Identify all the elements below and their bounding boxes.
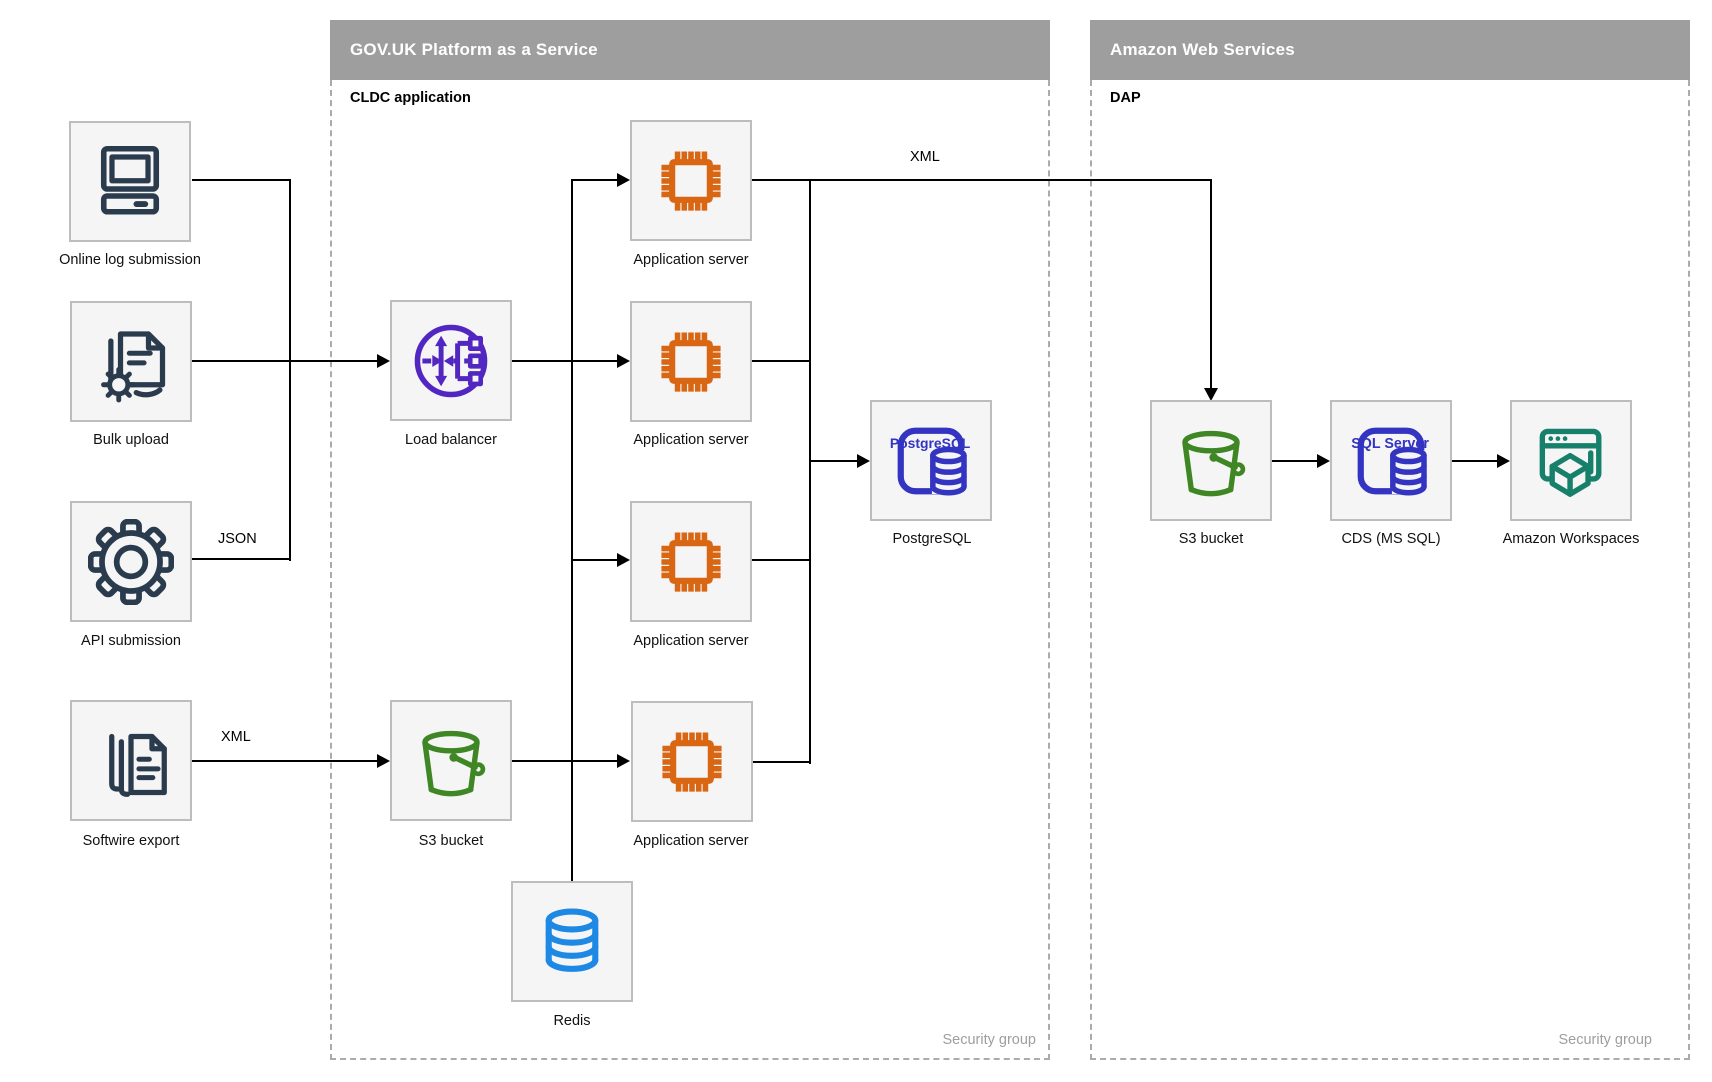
connector-line [752,179,1212,181]
arrowhead [617,354,630,368]
aws-boundary [1090,80,1690,1060]
node-softwire-export [70,700,192,821]
chip-icon [661,150,721,211]
aws-title: Amazon Web Services [1110,40,1295,59]
arrowhead [377,354,390,368]
connector-line [752,761,810,763]
node-application-server-3 [630,501,752,622]
node-cds-ms-sql: SQL Server [1330,400,1452,521]
arrowhead [617,754,630,768]
node-label: Redis [553,1013,591,1029]
arrowhead [377,754,390,768]
node-load-balancer [390,300,512,421]
node-label: Application server [633,432,749,448]
arrowhead [1204,388,1218,401]
connector-line [571,179,618,181]
node-amazon-workspaces [1510,400,1632,521]
aws-subtitle: DAP [1110,90,1141,106]
node-label: S3 bucket [418,833,484,849]
aws-security-group-label: Security group [1558,1032,1653,1048]
redis-database-icon [545,907,599,972]
arrowhead [1497,454,1510,468]
gear-icon [88,518,174,605]
node-label: CDS (MS SQL) [1341,531,1441,547]
connector-line [192,558,291,560]
node-postgresql: PostgreSQL [870,400,992,521]
connector-line [1452,460,1498,462]
chip-icon [661,331,721,392]
node-bulk-upload [70,301,192,422]
connector-line [809,179,811,764]
connector-line [192,360,378,362]
node-label: PostgreSQL [892,531,972,547]
chip-icon [661,531,721,592]
node-label: S3 bucket [1178,531,1244,547]
desktop-computer-icon [100,145,160,215]
node-redis [511,881,633,1002]
connector-line [752,559,810,561]
node-application-server-4 [631,701,753,822]
edge-label-xml-appserver: XML [910,149,940,165]
node-label: Application server [633,252,749,268]
govuk-paas-boundary [330,80,1050,1060]
arrowhead [617,173,630,187]
arrowhead [1317,454,1330,468]
arrowhead [857,454,870,468]
node-label: API submission [81,633,181,649]
connector-line [192,760,378,762]
edge-label-json: JSON [218,531,257,547]
node-label: Application server [633,833,749,849]
govuk-paas-header: GOV.UK Platform as a Service [330,20,1050,80]
aws-header: Amazon Web Services [1090,20,1690,80]
connector-line [192,179,291,181]
connector-line [571,559,618,561]
sql-server-database-icon: SQL Server [1351,427,1429,495]
connector-line [809,460,857,462]
node-online-log-submission [69,121,191,242]
workspaces-icon [1539,428,1602,497]
connector-line [1272,460,1318,462]
node-application-server-2 [630,301,752,422]
node-label: Load balancer [405,432,497,448]
govuk-paas-title: GOV.UK Platform as a Service [350,40,598,59]
node-application-server-1 [630,120,752,241]
small-gear [101,366,137,402]
s3-bucket-icon [422,730,486,796]
node-label: Bulk upload [93,432,169,448]
connector-line [289,179,291,561]
arrowhead [617,553,630,567]
document-gear-icon [101,330,166,402]
node-label: Online log submission [59,252,201,268]
connector-line [1210,179,1212,388]
node-s3-bucket-govuk [390,700,512,821]
postgresql-database-icon: PostgreSQL [890,427,971,495]
node-s3-bucket-aws [1150,400,1272,521]
connector-line [571,179,573,882]
s3-bucket-icon [1182,430,1246,496]
node-label: Amazon Workspaces [1502,531,1640,547]
govuk-security-group-label: Security group [942,1032,1037,1048]
node-label: Application server [633,633,749,649]
node-api-submission [70,501,192,622]
connector-line [512,760,618,762]
documents-stack-icon [109,733,167,797]
connector-line [512,360,618,362]
chip-icon [662,731,722,792]
connector-line [752,360,810,362]
node-label: Softwire export [82,833,180,849]
load-balancer-icon [414,324,488,397]
edge-label-xml-softwire: XML [221,729,251,745]
govuk-subtitle: CLDC application [350,90,471,106]
